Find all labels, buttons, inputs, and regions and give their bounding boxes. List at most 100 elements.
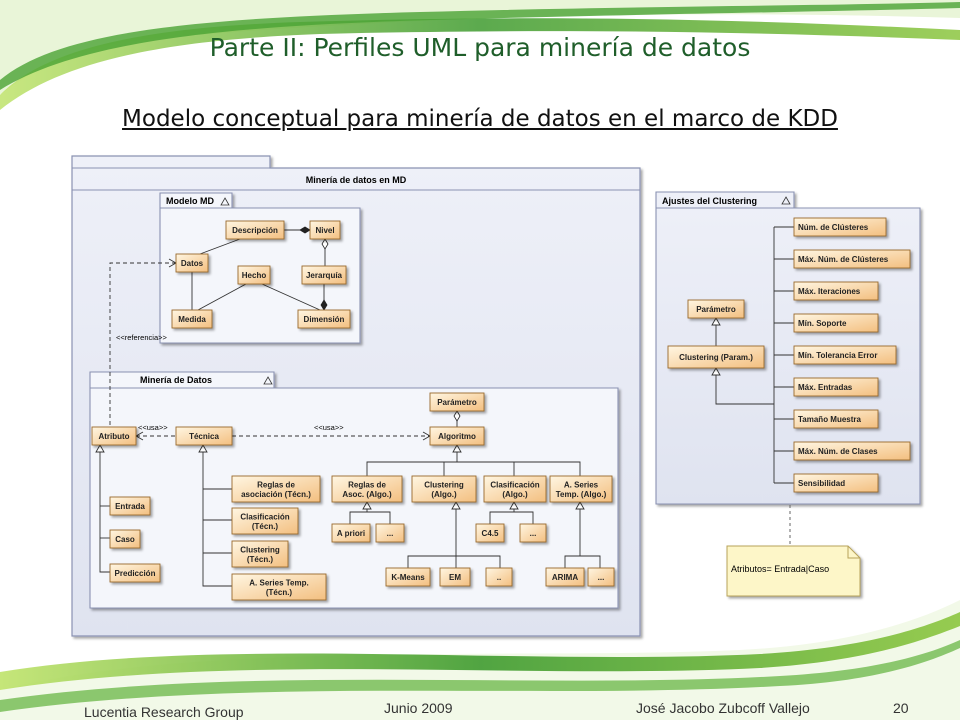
connector <box>514 511 534 524</box>
connector <box>407 502 457 568</box>
class-label: EM <box>449 573 461 582</box>
diagram-labels: <<referencia>> <<usa>> <<usa>> <box>116 333 344 432</box>
package-label-ajustes: Ajustes del Clustering <box>662 196 757 206</box>
class-param-ajuste: Parámetro <box>687 299 745 319</box>
class-label: Clasificación <box>490 480 539 489</box>
package-label-mineria-datos: Minería de Datos <box>140 375 212 385</box>
class-atributo: Atributo <box>91 426 137 446</box>
class-label: Técnica <box>189 432 219 441</box>
connector <box>715 368 774 405</box>
generalization-arrow <box>509 501 519 510</box>
class-label: .. <box>497 573 501 582</box>
connector <box>580 555 601 568</box>
footer-group: Lucentia Research Group <box>84 704 244 720</box>
class-label: Temp. (Algo.) <box>556 490 607 499</box>
package-label-mineria-md: Minería de datos en MD <box>306 175 407 185</box>
class-setting: Máx. Entradas <box>793 377 879 397</box>
class-label: K-Means <box>391 573 425 582</box>
note-atributos: Atributos= Entrada|Caso <box>726 545 861 597</box>
class-label: Clustering (Param.) <box>679 353 753 362</box>
class-clust-alg: Clustering(Algo.) <box>411 475 477 503</box>
generalization-arrow <box>451 501 461 510</box>
footer-page-number: 20 <box>893 700 909 716</box>
class-setting: Máx. Núm. de Clases <box>793 441 911 461</box>
class-label: Predicción <box>115 569 156 578</box>
class-label: Asoc. (Algo.) <box>342 490 392 499</box>
package-label-modelo-md: Modelo MD <box>166 196 214 206</box>
class-clasif-tec: Clasificación(Técn.) <box>231 507 299 535</box>
class-dots1: ... <box>375 523 405 543</box>
class-label: Medida <box>178 315 206 324</box>
class-label: A priori <box>337 529 365 538</box>
footer-author: José Jacobo Zubcoff Vallejo <box>636 700 810 716</box>
connector <box>197 283 247 311</box>
class-label: Entrada <box>115 502 145 511</box>
class-label: Descripción <box>232 226 278 235</box>
connector <box>456 555 501 568</box>
setting-label: Máx. Núm. de Clústeres <box>798 255 889 264</box>
class-descripcion: Descripción <box>225 220 285 240</box>
class-label: Reglas de <box>257 480 295 489</box>
class-label: Clasificación <box>240 512 289 521</box>
class-label: C4.5 <box>482 529 499 538</box>
class-setting: Tamaño Muestra <box>793 409 879 429</box>
class-medida: Medida <box>171 309 213 329</box>
class-arima: ARIMA <box>545 567 585 587</box>
class-label: Jerarquía <box>306 271 343 280</box>
top-swoosh-decoration <box>0 0 960 111</box>
slide-subtitle-text: Modelo conceptual para minería de datos … <box>122 106 838 132</box>
connector <box>261 283 321 311</box>
class-dots4: ... <box>587 567 615 587</box>
class-label: Parámetro <box>696 305 736 314</box>
class-tecnica: Técnica <box>175 426 233 446</box>
class-label: Clustering <box>424 480 464 489</box>
connector <box>564 502 581 568</box>
stereotype-usa-2: <<usa>> <box>314 423 344 432</box>
class-clust-tec: Clustering(Técn.) <box>231 540 289 568</box>
generalization-arrow <box>198 444 208 453</box>
setting-label: Máx. Núm. de Clases <box>798 447 878 456</box>
class-label: ... <box>530 529 537 538</box>
class-label: Nivel <box>315 226 334 235</box>
connector <box>99 445 110 573</box>
class-series-tec: A. Series Temp.(Técn.) <box>231 573 327 601</box>
class-setting: Mín. Soporte <box>793 313 879 333</box>
class-label: (Técn.) <box>266 588 293 597</box>
class-setting: Máx. Núm. de Clústeres <box>793 249 911 269</box>
class-hecho: Hecho <box>237 265 271 285</box>
class-label: ... <box>598 573 605 582</box>
connector <box>199 238 241 255</box>
class-label: (Algo.) <box>431 490 457 499</box>
class-label: Clustering <box>240 545 280 554</box>
class-clustering-param: Clustering (Param.) <box>667 345 765 369</box>
class-label: Algoritmo <box>438 432 476 441</box>
package-triangle-icon <box>263 376 273 385</box>
class-jerarquia: Jerarquía <box>301 265 347 285</box>
class-label: Parámetro <box>437 398 477 407</box>
class-entrada: Entrada <box>109 496 151 516</box>
setting-label: Tamaño Muestra <box>798 415 862 424</box>
class-label: Dimensión <box>304 315 345 324</box>
class-label: A. Series <box>564 480 599 489</box>
setting-label: Mín. Soporte <box>798 319 847 328</box>
class-label: Atributo <box>98 432 129 441</box>
class-prediccion: Predicción <box>109 563 161 583</box>
class-label: Reglas de <box>348 480 386 489</box>
class-kmeans: K-Means <box>385 567 431 587</box>
class-clasif-alg: Clasificación(Algo.) <box>483 475 547 503</box>
stereotype-referencia: <<referencia>> <box>116 333 167 342</box>
slide-title: Parte II: Perfiles UML para minería de d… <box>209 33 751 62</box>
class-label: Caso <box>115 535 135 544</box>
class-label: Hecho <box>242 271 267 280</box>
connector <box>109 262 176 427</box>
generalization-arrow <box>362 501 372 510</box>
stereotype-usa-1: <<usa>> <box>138 423 168 432</box>
class-parametro: Parámetro <box>429 392 485 412</box>
class-em: EM <box>439 567 471 587</box>
aggregation-diamond <box>453 410 461 422</box>
note-text: Atributos= Entrada|Caso <box>731 564 829 574</box>
class-label: (Técn.) <box>247 555 274 564</box>
